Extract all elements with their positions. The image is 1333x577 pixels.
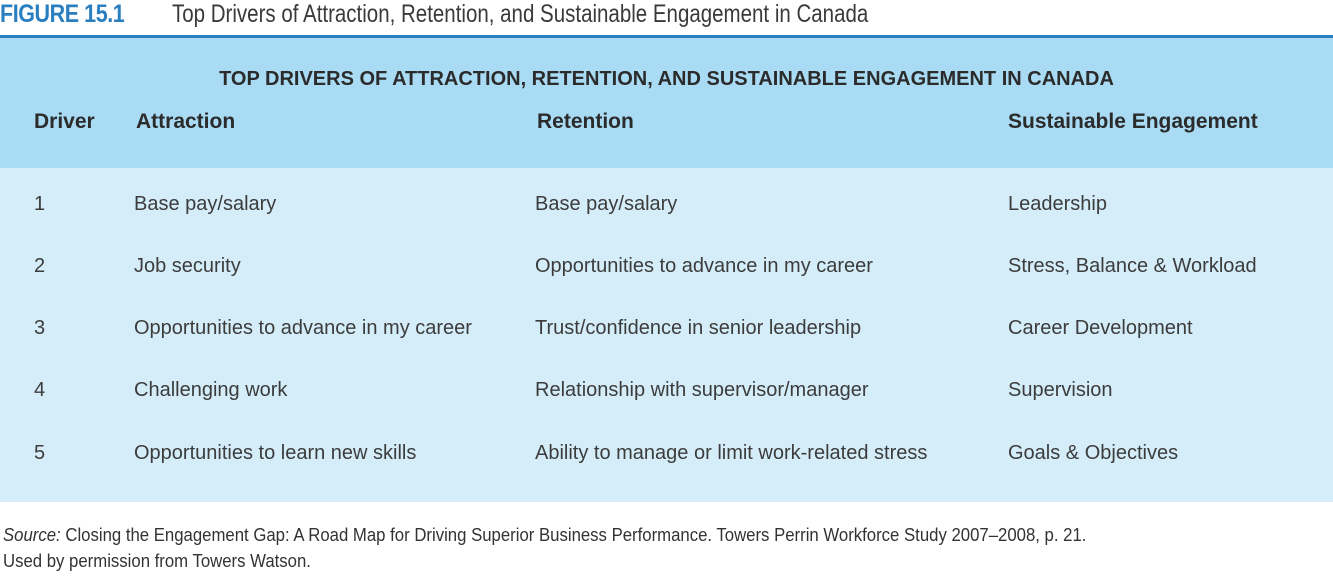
source-line-1: Source: Closing the Engagement Gap: A Ro… — [3, 522, 1231, 548]
table-cell-attraction: Job security — [134, 255, 241, 277]
table-cell-attraction: Base pay/salary — [134, 193, 277, 215]
table-cell-driver: 5 — [34, 442, 46, 464]
table-cell-engagement: Stress, Balance & Workload — [1008, 255, 1257, 277]
drivers-table: TOP DRIVERS OF ATTRACTION, RETENTION, AN… — [0, 38, 1333, 502]
table-cell-engagement: Goals & Objectives — [1008, 442, 1179, 464]
column-header-retention: Retention — [537, 110, 634, 133]
column-header-driver: Driver — [34, 110, 95, 133]
table-cell-retention: Opportunities to advance in my career — [535, 255, 873, 277]
table-cell-retention: Relationship with supervisor/manager — [535, 379, 869, 401]
source-citation: Closing the Engagement Gap: A Road Map f… — [65, 525, 1087, 545]
table-title: TOP DRIVERS OF ATTRACTION, RETENTION, AN… — [219, 68, 1114, 90]
figure-header: FIGURE 15.1 Top Drivers of Attraction, R… — [0, 0, 1333, 34]
table-cell-attraction: Opportunities to advance in my career — [134, 317, 472, 339]
table-cell-retention: Base pay/salary — [535, 193, 678, 215]
table-cell-driver: 3 — [34, 317, 46, 339]
table-header-band — [0, 38, 1333, 168]
table-cell-attraction: Opportunities to learn new skills — [134, 442, 417, 464]
column-header-sustainable-engagement: Sustainable Engagement — [1008, 110, 1258, 133]
table-cell-retention: Ability to manage or limit work-related … — [535, 442, 928, 464]
source-permission: Used by permission from Towers Watson. — [3, 551, 311, 571]
table-cell-engagement: Career Development — [1008, 317, 1193, 339]
table-cell-driver: 1 — [34, 193, 46, 215]
table-cell-attraction: Challenging work — [134, 379, 288, 401]
source-note: Source: Closing the Engagement Gap: A Ro… — [3, 522, 1323, 574]
table-cell-engagement: Supervision — [1008, 379, 1113, 401]
header-rule — [0, 35, 1333, 38]
figure-title: Top Drivers of Attraction, Retention, an… — [172, 0, 869, 28]
table-body-band — [0, 168, 1333, 502]
source-label: Source: — [3, 525, 61, 545]
table-cell-driver: 2 — [34, 255, 46, 277]
table-cell-driver: 4 — [34, 379, 46, 401]
figure-label: FIGURE 15.1 — [0, 0, 125, 28]
table-cell-engagement: Leadership — [1008, 193, 1107, 215]
table-cell-retention: Trust/confidence in senior leadership — [535, 317, 862, 339]
column-header-attraction: Attraction — [136, 110, 236, 133]
